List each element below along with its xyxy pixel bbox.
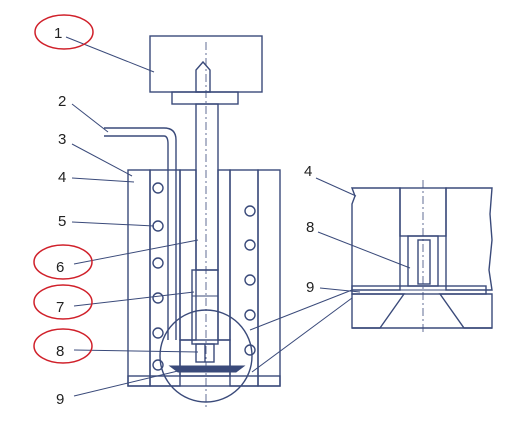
detail-label-8: 8 <box>306 219 314 236</box>
detail-label-4: 4 <box>304 163 312 180</box>
label-1: 1 <box>54 25 62 42</box>
label-5: 5 <box>58 213 66 230</box>
part-labels: 1 2 3 4 5 6 7 8 9 4 8 9 <box>54 25 314 408</box>
detail-link-line-2 <box>251 297 353 373</box>
leader-lines <box>65 36 411 397</box>
detail-view <box>350 180 493 334</box>
label-4: 4 <box>58 169 66 186</box>
highlight-circle-8 <box>33 328 93 364</box>
detail-callout-circle <box>159 309 253 403</box>
label-8: 8 <box>56 343 64 360</box>
detail-label-9: 9 <box>306 279 314 296</box>
highlight-circle-7 <box>33 284 93 320</box>
heating-coils <box>152 182 256 371</box>
label-9: 9 <box>56 391 64 408</box>
detail-link-line-1 <box>249 289 353 331</box>
sample-main <box>168 343 246 373</box>
highlight-circles <box>33 14 94 364</box>
label-6: 6 <box>56 259 64 276</box>
highlight-circle-1 <box>34 14 94 50</box>
label-2: 2 <box>58 93 66 110</box>
die-body <box>127 169 281 387</box>
thermocouple-tube <box>104 127 177 340</box>
highlight-circle-6 <box>33 244 93 280</box>
label-3: 3 <box>58 131 66 148</box>
label-7: 7 <box>56 299 64 316</box>
